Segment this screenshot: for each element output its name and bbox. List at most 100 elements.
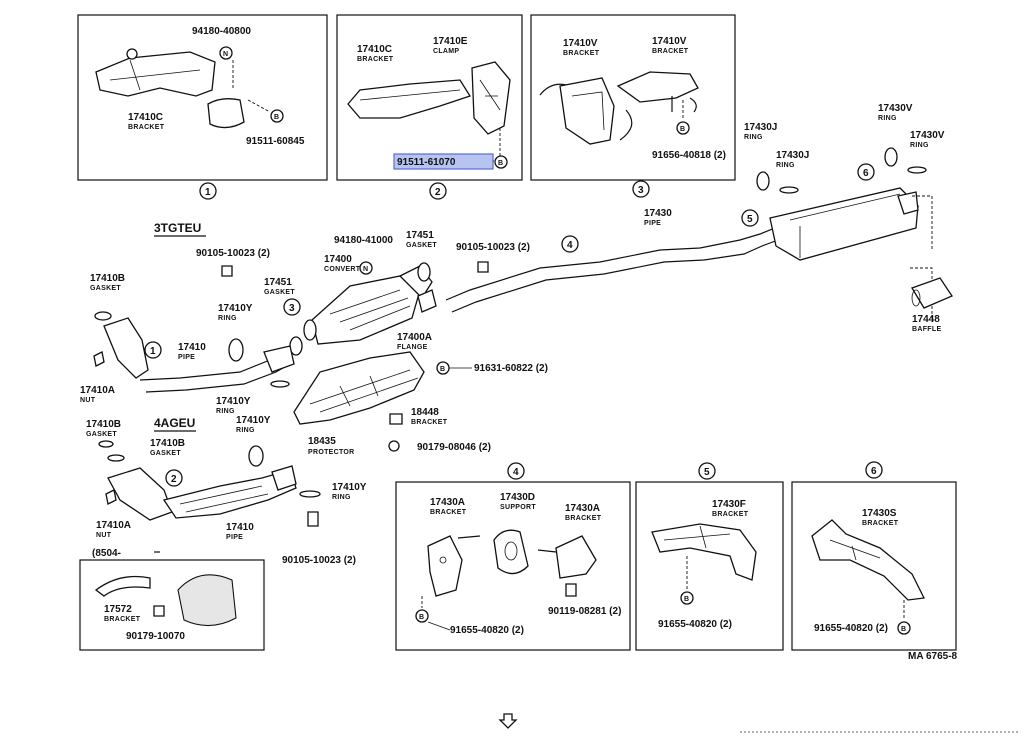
- svg-text:BRACKET: BRACKET: [104, 616, 141, 623]
- manifold-joint-shape: [103, 317, 149, 379]
- svg-text:1: 1: [150, 346, 156, 357]
- callout-3-icon: [632, 180, 650, 198]
- svg-text:BRACKET: BRACKET: [128, 124, 165, 131]
- svg-text:SUPPORT: SUPPORT: [500, 504, 536, 511]
- callout-5-icon: [741, 209, 759, 227]
- protector-18435-shape: [293, 351, 425, 425]
- part-17430d-label: 17430D: [500, 492, 535, 503]
- inset-box-6-frame: [791, 481, 957, 651]
- part-17410b-a-label: 17410B: [90, 273, 125, 284]
- flange-17400a-shape: [417, 289, 437, 313]
- svg-text:4: 4: [567, 240, 573, 251]
- converter-group: 17400 CONVERTER 94180-41000 N 17451 GASK…: [289, 230, 530, 356]
- down-arrow-icon[interactable]: [498, 713, 518, 729]
- b-marker-icon: [270, 109, 284, 123]
- callout-6-icon: [857, 163, 875, 181]
- converter-4a-shape: [162, 469, 297, 519]
- part-91511-60845-label: 91511-60845: [246, 136, 305, 147]
- svg-text:5: 5: [747, 214, 753, 225]
- engine-4ageu-label: 4AGEU: [154, 416, 195, 430]
- part-91655-b6-label: 91655-40820 (2): [814, 623, 888, 634]
- svg-text:N: N: [223, 51, 228, 58]
- b-marker-icon: [676, 121, 690, 135]
- bracket-17572-shape: [94, 575, 151, 597]
- inset-box-1: 94180-40800 N 17410C BRACKET B 91511-608…: [77, 14, 328, 200]
- bracket-17410c-shape: [95, 51, 216, 97]
- svg-text:NUT: NUT: [96, 532, 112, 539]
- part-18448-label: 18448: [411, 407, 439, 418]
- part-17410b-b-label: 17410B: [86, 419, 121, 430]
- bracket-17430f-shape: [651, 523, 757, 581]
- part-90179-08046-label: 90179-08046 (2): [417, 442, 491, 453]
- svg-text:3: 3: [638, 185, 644, 196]
- part-17410e-label: 17410E: [433, 36, 468, 47]
- svg-text:BRACKET: BRACKET: [565, 515, 602, 522]
- inset-box-2: 17410C BRACKET 17410E CLAMP 91511-61070 …: [336, 14, 523, 200]
- svg-text:B: B: [680, 126, 685, 133]
- svg-text:GASKET: GASKET: [264, 289, 295, 296]
- part-90179-10070-label: 90179-10070: [126, 631, 185, 642]
- protector-group: 18435 PROTECTOR B 91631-60822 (2) 18448 …: [293, 351, 548, 456]
- front-pipe-3tgteu: 3TGTEU 90105-10023 (2) 17410B GASKET 174…: [80, 221, 301, 415]
- support-17430d-shape: [493, 529, 529, 575]
- bracket-17410v-a-shape: [559, 77, 615, 145]
- svg-text:PIPE: PIPE: [226, 534, 243, 541]
- svg-text:B: B: [274, 114, 279, 121]
- part-17572-label: 17572: [104, 604, 132, 615]
- part-17448-label: 17448: [912, 314, 940, 325]
- part-94180-40800-label: 94180-40800: [192, 26, 251, 37]
- part-17430v-b-label: 17430V: [910, 130, 945, 141]
- muffler-shape: [769, 187, 919, 261]
- part-91655-b5-label: 91655-40820 (2): [658, 619, 732, 630]
- part-91655-b4-label: 91655-40820 (2): [450, 625, 524, 636]
- part-17430j-b-label: 17430J: [776, 150, 809, 161]
- svg-text:RING: RING: [878, 115, 897, 122]
- svg-text:6: 6: [863, 168, 869, 179]
- front-pipe-4ageu: 4AGEU 17410B GASKET 17410B GASKET 17410Y…: [86, 415, 367, 566]
- svg-text:BRACKET: BRACKET: [712, 511, 749, 518]
- svg-text:B: B: [419, 614, 424, 621]
- highlight-91511-61070[interactable]: [393, 153, 494, 170]
- inset-box-3: 17410V BRACKET 17410V BRACKET B 91656-40…: [530, 14, 736, 198]
- engine-3tgteu-label: 3TGTEU: [154, 221, 201, 235]
- svg-text:BRACKET: BRACKET: [411, 419, 448, 426]
- converter-17400-shape: [311, 275, 421, 345]
- bracket-17430a-a-shape: [427, 535, 463, 597]
- svg-text:GASKET: GASKET: [86, 431, 117, 438]
- inset-box-8504-frame: [79, 559, 265, 651]
- svg-text:PIPE: PIPE: [644, 220, 661, 227]
- svg-text:RING: RING: [216, 408, 235, 415]
- part-91511-61070-label[interactable]: 91511-61070: [397, 157, 456, 168]
- svg-text:2: 2: [171, 474, 177, 485]
- bracket-17410c-b-shape: [347, 79, 471, 119]
- part-17410y-b-label: 17410Y: [216, 396, 251, 407]
- inset-box-1-frame: [77, 14, 328, 181]
- svg-text:CLAMP: CLAMP: [433, 48, 459, 55]
- manifold-4a-shape: [107, 467, 173, 521]
- svg-text:BRACKET: BRACKET: [563, 50, 600, 57]
- svg-text:6: 6: [871, 466, 877, 477]
- callout-1-icon: [144, 341, 162, 359]
- b-marker-icon: [494, 155, 508, 169]
- inset-box-4: 4 17430A BRACKET 17430D SUPPORT 17430A B…: [395, 462, 631, 651]
- ring-17430v-a-shape: [884, 147, 898, 167]
- svg-text:RING: RING: [776, 162, 795, 169]
- part-17410v-b-label: 17410V: [652, 36, 687, 47]
- part-17410-b-label: 17410: [226, 522, 254, 533]
- b-marker-icon: [415, 609, 429, 623]
- svg-text:PROTECTOR: PROTECTOR: [308, 449, 355, 456]
- gasket-17451-a-shape: [417, 262, 431, 282]
- part-17400a-label: 17400A: [397, 332, 432, 343]
- part-17410a-b-label: 17410A: [96, 520, 131, 531]
- callout-1-icon: [199, 182, 217, 200]
- part-17430j-a-label: 17430J: [744, 122, 777, 133]
- part-17410y-c-label: 17410Y: [236, 415, 271, 426]
- date-code-label: (8504-: [92, 548, 121, 559]
- part-17430s-label: 17430S: [862, 508, 897, 519]
- part-17410c-label: 17410C: [128, 112, 163, 123]
- svg-text:B: B: [440, 366, 445, 373]
- callout-6-icon: [865, 461, 883, 479]
- svg-text:B: B: [901, 626, 906, 633]
- part-17410-a-label: 17410: [178, 342, 206, 353]
